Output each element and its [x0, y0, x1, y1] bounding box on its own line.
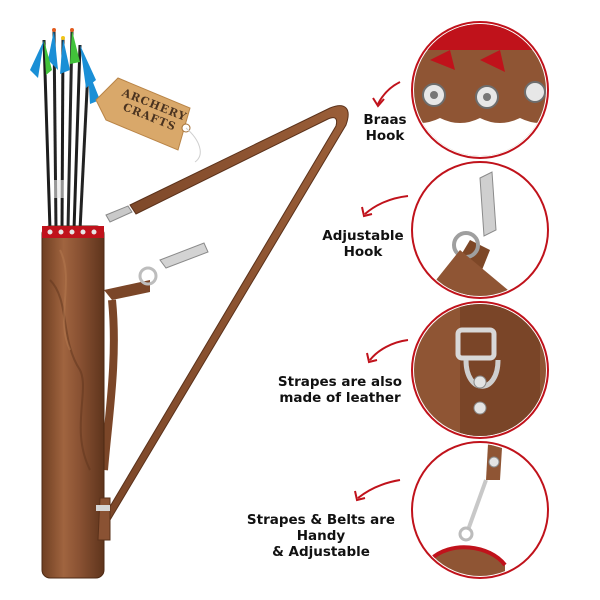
callout-circle-2: [411, 161, 549, 299]
callout-circle-4: [411, 441, 549, 579]
callout-circle-1: [411, 21, 549, 159]
pointer-1-head: [372, 97, 385, 108]
callout-label-4-line2: & Adjustable: [272, 544, 370, 560]
callout-label-2-line2: Hook: [343, 244, 383, 260]
brand-tag: [95, 77, 201, 163]
callout-pointers: [354, 81, 409, 502]
pointer-3-head: [366, 352, 378, 364]
callout-label-adjustable-hook: Adjustable Hook: [318, 228, 408, 260]
callout-label-1-line2: Hook: [365, 128, 405, 144]
pointer-3: [369, 339, 409, 361]
callout-label-4-line1: Strapes & Belts are Handy: [246, 512, 396, 544]
arrows: [30, 28, 100, 231]
quiver: [41, 225, 111, 579]
callout-label-3-line1: Strapes are also: [277, 374, 403, 390]
pointer-2: [364, 195, 409, 215]
callout-label-1-line1: Braas: [363, 112, 407, 128]
callout-label-2-line1: Adjustable: [322, 228, 404, 244]
pointer-2-head: [361, 206, 373, 218]
callout-label-brass-hook: Braas Hook: [350, 112, 420, 144]
pointer-4-head: [354, 490, 366, 502]
callout-label-3-line2: made of leather: [279, 390, 401, 406]
callout-label-straps-belts: Strapes & Belts are Handy & Adjustable: [226, 512, 416, 560]
pointer-1: [377, 81, 401, 105]
shoulder-strap: [100, 105, 349, 560]
callout-label-leather-straps: Strapes are also made of leather: [270, 374, 410, 406]
callout-circle-3: [411, 301, 549, 439]
quiver-hardware: [105, 205, 209, 286]
pointer-4: [357, 479, 401, 499]
